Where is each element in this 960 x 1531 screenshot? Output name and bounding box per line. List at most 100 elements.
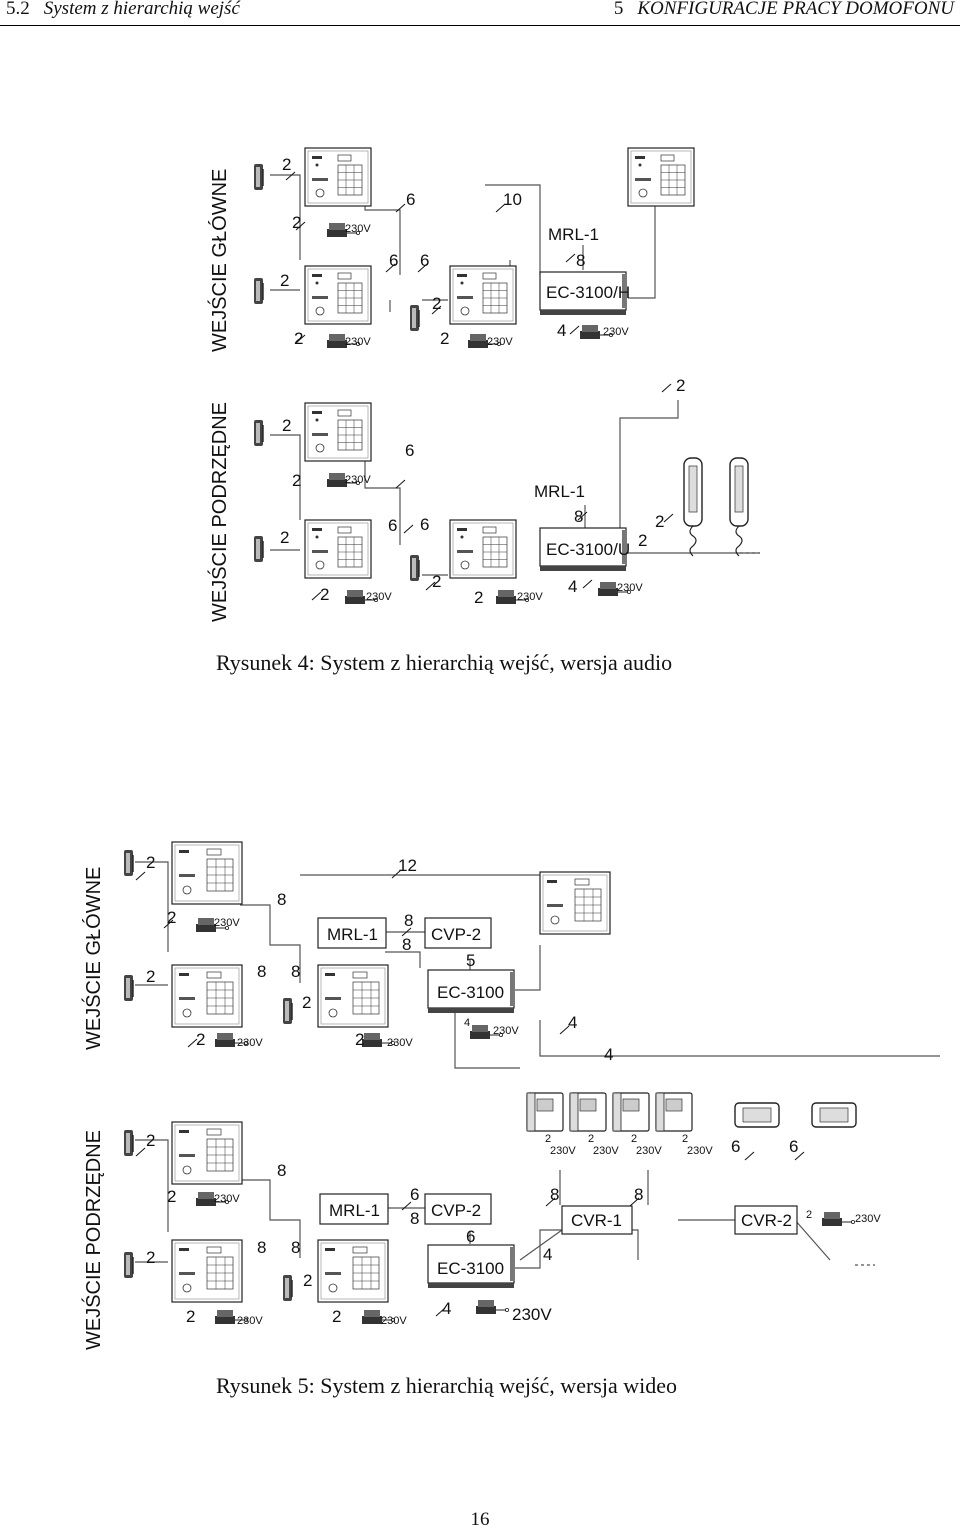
svg-text:230V: 230V (345, 474, 371, 486)
svg-text:8: 8 (257, 962, 266, 981)
fig5-wide-monitor-2 (811, 1102, 857, 1128)
fig5-cvr2-psu (821, 1211, 856, 1227)
svg-text:2: 2 (355, 1030, 364, 1049)
svg-text:10: 10 (503, 190, 522, 209)
svg-text:230V: 230V (487, 336, 513, 348)
svg-text:4: 4 (543, 1245, 552, 1264)
fig5-main-panel-4 (539, 871, 611, 935)
fig4-handset-phone-1 (683, 457, 703, 557)
fig5-sub-handset-1 (123, 1129, 134, 1157)
fig5-cvp-sub-box (424, 1193, 492, 1225)
svg-text:8: 8 (291, 962, 300, 981)
svg-text:2: 2 (432, 572, 441, 591)
svg-text:2: 2 (280, 271, 289, 290)
svg-text:2: 2 (196, 1030, 205, 1049)
fig4-main-handset-3 (409, 304, 420, 332)
fig4-sub-handset-3 (409, 554, 420, 582)
svg-text:230V: 230V (550, 1145, 576, 1157)
svg-text:230V: 230V (636, 1145, 662, 1157)
svg-text:6: 6 (466, 1227, 475, 1246)
svg-text:230V: 230V (345, 336, 371, 348)
svg-text:2: 2 (292, 471, 301, 490)
svg-text:8: 8 (291, 1238, 300, 1257)
fig5-main-annotations: 2 2 230V 2 2 230V 8 8 8 2 2 230V 12 8 8 … (135, 853, 613, 1064)
svg-text:2: 2 (282, 416, 291, 435)
fig5-cvp-main-box (424, 917, 492, 949)
fig5-ec-main-label: EC-3100 (437, 983, 504, 1002)
fig5-cvp-sub-label: CVP-2 (431, 1201, 481, 1220)
header-rule (0, 25, 960, 26)
fig4-main-handset-1 (253, 163, 264, 191)
svg-text:230V: 230V (381, 1315, 407, 1327)
svg-text:2: 2 (638, 531, 647, 550)
svg-text:6: 6 (405, 441, 414, 460)
fig5-sub-panel-3 (317, 1239, 389, 1303)
svg-text:2: 2 (332, 1307, 341, 1326)
fig4-sub-wiring (270, 400, 760, 576)
svg-text:2: 2 (186, 1307, 195, 1326)
fig5-mrl-sub-box (319, 1193, 389, 1225)
svg-text:230V: 230V (214, 1193, 240, 1205)
svg-text:2: 2 (545, 1133, 551, 1145)
fig4-sub-annotations: 2 2 230V 2 2 230V 6 6 6 2 2 230V 8 4 230… (280, 416, 674, 607)
fig5-mrl-sub-label: MRL-1 (329, 1201, 380, 1220)
fig5-main-panel-2 (171, 964, 243, 1028)
fig5-cvr1-box (561, 1205, 633, 1235)
fig5-cvr2-box (734, 1205, 798, 1235)
svg-text:2: 2 (146, 1131, 155, 1150)
fig4-main-panel-4 (627, 147, 695, 207)
fig5-monitor-2 (569, 1092, 607, 1132)
svg-text:2: 2 (146, 853, 155, 872)
svg-text:2: 2 (303, 1271, 312, 1290)
svg-text:2: 2 (320, 585, 329, 604)
fig5-sub-panel-2 (171, 1239, 243, 1303)
svg-text:2: 2 (676, 376, 685, 395)
svg-text:4: 4 (568, 577, 577, 596)
fig5-wide-monitor-1 (734, 1102, 780, 1128)
svg-text:6: 6 (389, 251, 398, 270)
fig5-ec-sub-psu (475, 1299, 510, 1315)
fig4-sub-handset-2 (253, 535, 264, 563)
fig5-main-handset-3 (282, 997, 293, 1025)
svg-text:2: 2 (146, 967, 155, 986)
fig4-main-panel-1 (304, 147, 372, 207)
fig4-sub-panel-1 (304, 402, 372, 462)
fig5-main-handset-1 (123, 849, 134, 877)
fig4-main-entry-label: WEJŚCIE GŁÓWNE (207, 169, 231, 352)
svg-text:4: 4 (568, 1013, 577, 1032)
fig5-sub-handset-2 (123, 1251, 134, 1279)
figure-4-diagram: WEJŚCIE GŁÓWNE WEJŚCIE PODRZĘDNE (207, 147, 760, 622)
svg-text:4: 4 (464, 1017, 470, 1029)
svg-text:230V: 230V (617, 582, 643, 594)
svg-text:8: 8 (257, 1238, 266, 1257)
svg-text:4: 4 (557, 321, 566, 340)
fig4-sub-entry-label: WEJŚCIE PODRZĘDNE (207, 402, 231, 622)
svg-text:8: 8 (277, 1161, 286, 1180)
svg-text:5: 5 (466, 951, 475, 970)
svg-text:6: 6 (731, 1137, 740, 1156)
fig5-cvr1-label: CVR-1 (571, 1211, 622, 1230)
svg-text:8: 8 (404, 911, 413, 930)
svg-text:6: 6 (420, 515, 429, 534)
fig4-sub-handset-1 (253, 419, 264, 447)
svg-text:230V: 230V (512, 1305, 552, 1324)
fig4-mrl-main: MRL-1 (548, 225, 599, 244)
fig5-monitor-4 (655, 1092, 693, 1132)
svg-text:8: 8 (402, 935, 411, 954)
svg-text:8: 8 (634, 1185, 643, 1204)
svg-text:6: 6 (410, 1185, 419, 1204)
fig4-sub-panel-3 (449, 519, 517, 579)
svg-text:2: 2 (302, 993, 311, 1012)
svg-text:2: 2 (167, 908, 176, 927)
fig5-monitor-3 (612, 1092, 650, 1132)
fig4-main-panel-3 (449, 265, 517, 325)
svg-text:230V: 230V (387, 1037, 413, 1049)
svg-text:6: 6 (406, 190, 415, 209)
svg-text:2: 2 (292, 213, 301, 232)
fig5-main-panel-3 (317, 964, 389, 1028)
fig5-ec-sub-label: EC-3100 (437, 1259, 504, 1278)
fig5-sub-handset-3 (282, 1274, 293, 1302)
svg-text:230V: 230V (517, 591, 543, 603)
figure-4-caption: Rysunek 4: System z hierarchią wejść, we… (216, 650, 673, 675)
